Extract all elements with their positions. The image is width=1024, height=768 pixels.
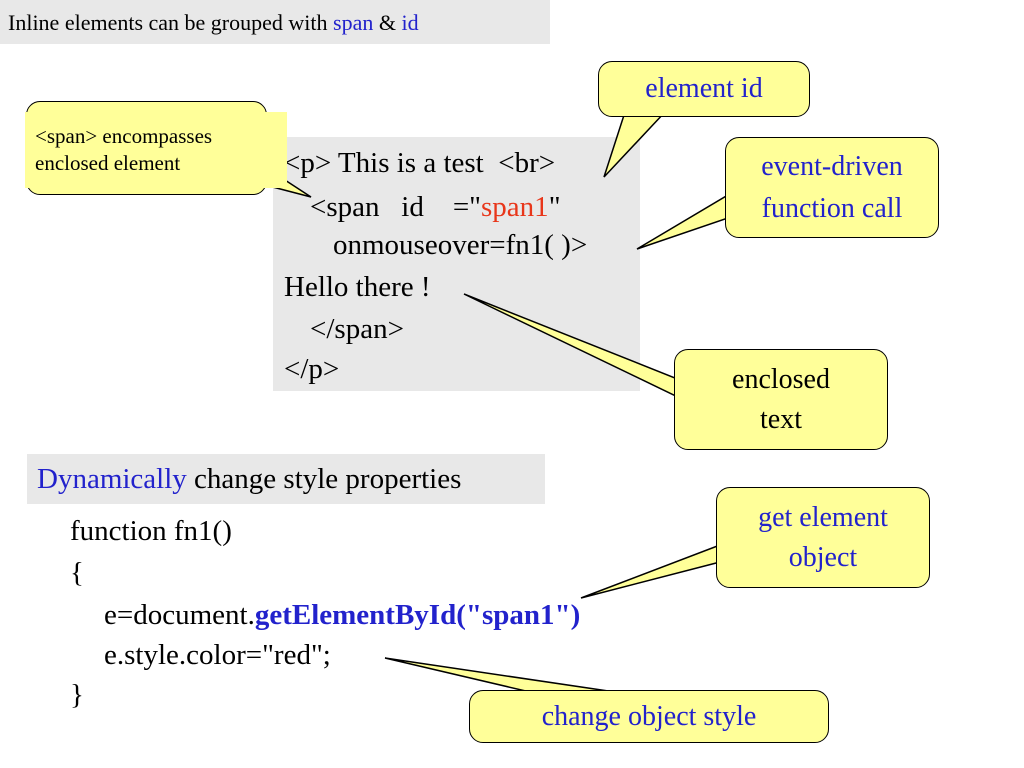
title-id-word: id [401, 10, 419, 35]
tail-change-style [384, 657, 616, 693]
slide-title-band: Inline elements can be grouped with span… [0, 0, 550, 44]
title-span-word: span [333, 10, 374, 35]
fn-line-5: } [70, 679, 84, 711]
callout-span-note: <span> encompasses enclosed element [25, 101, 287, 195]
callout-enclosed-line-1: enclosed [732, 363, 830, 395]
tail-event [636, 193, 729, 250]
code-line-6: </p> [284, 353, 340, 385]
callout-get-object: get element object [716, 487, 930, 588]
subtitle: Dynamically change style properties [37, 462, 461, 496]
callout-enclosed: enclosed text [674, 349, 888, 450]
fn-line-4: e.style.color="red"; [104, 639, 331, 671]
code-line-2-value: span1 [481, 191, 549, 223]
callout-change-style: change object style [469, 690, 829, 743]
fn-line-2: { [70, 557, 84, 589]
callout-event-line-1: event-driven [761, 150, 903, 182]
title-prefix: Inline elements can be grouped with [8, 10, 334, 35]
callout-event: event-driven function call [725, 137, 939, 238]
code-line-5: </span> [310, 313, 404, 345]
callout-enclosed-line-2: text [760, 403, 802, 435]
fn-line-1: function fn1() [70, 515, 232, 547]
code-line-2-start: <span id =" [310, 191, 482, 223]
tail-get-object [580, 543, 721, 599]
callout-span-note-line-1: <span> encompasses [35, 124, 213, 148]
tail-enclosed [463, 293, 681, 400]
tail-element-id [603, 111, 667, 178]
callout-event-line-2: function call [761, 192, 903, 224]
code-line-2-end: " [548, 191, 561, 223]
code-line-4: Hello there ! [284, 271, 431, 303]
callout-get-object-line-1: get element [758, 501, 888, 533]
callout-element-id: element id [598, 61, 810, 117]
code-line-2: <span id ="span1" [310, 190, 561, 224]
callout-change-style-text: change object style [541, 700, 757, 732]
code-line-3: onmouseover=fn1( )> [333, 229, 588, 261]
subtitle-band: Dynamically change style properties [27, 454, 545, 504]
slide-title: Inline elements can be grouped with span… [8, 10, 419, 36]
subtitle-highlight: Dynamically [37, 463, 187, 495]
callout-element-id-text: element id [645, 73, 763, 104]
subtitle-rest: change style properties [186, 463, 462, 495]
fn-line-3: e=document.getElementById("span1") [104, 598, 580, 632]
callout-span-note-line-2: enclosed element [35, 151, 181, 175]
fn-line-3-start: e=document. [104, 599, 255, 631]
callout-span-note-body: <span> encompasses enclosed element [25, 112, 287, 188]
code-line-1: <p> This is a test <br> [284, 147, 556, 179]
callout-get-object-line-2: object [788, 541, 858, 573]
title-amp: & [373, 10, 402, 35]
fn-line-3-method: getElementById("span1") [254, 599, 581, 631]
